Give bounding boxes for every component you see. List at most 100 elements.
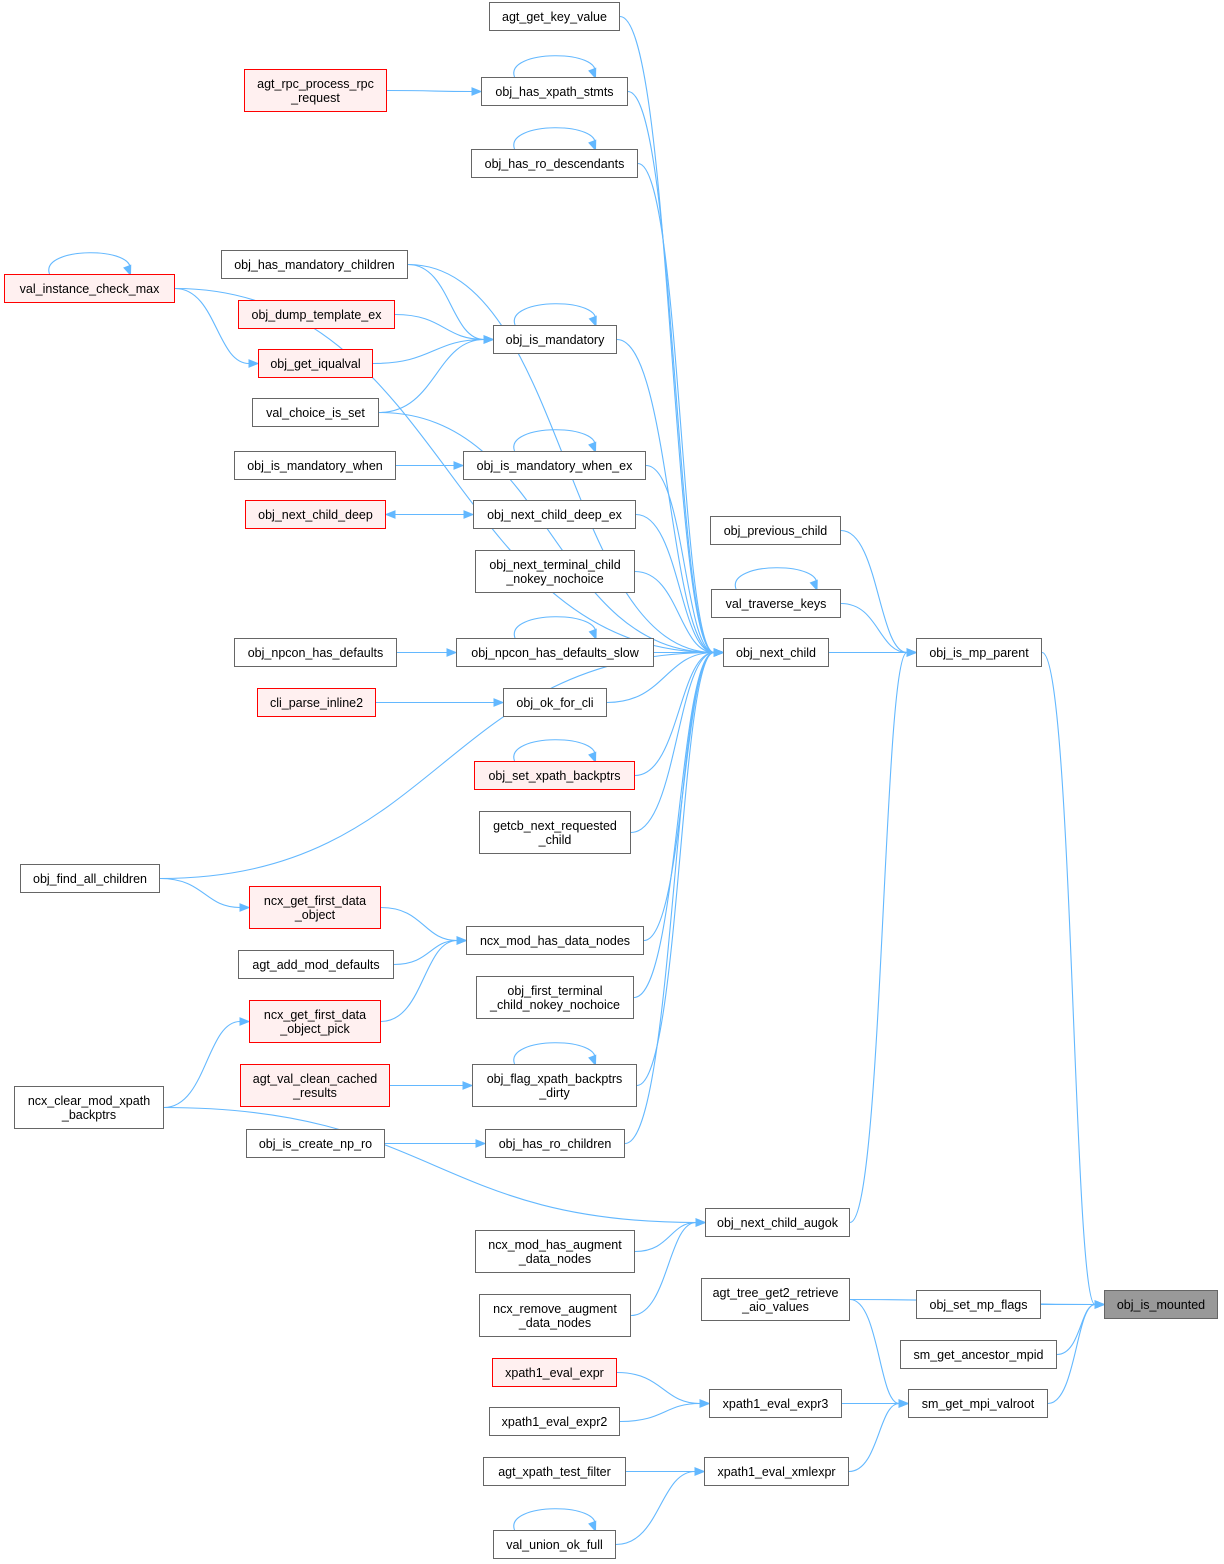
edge-obj-flag-xpath-backptrs-dirty-to-obj-next-child xyxy=(636,651,715,1087)
node-agt-tree-get2[interactable]: agt_tree_get2_retrieve _aio_values xyxy=(701,1278,850,1321)
node-ncx-mod-has-augment[interactable]: ncx_mod_has_augment _data_nodes xyxy=(475,1230,635,1273)
node-obj-has-mandatory-children[interactable]: obj_has_mandatory_children xyxy=(221,250,408,279)
edge-obj-flag-xpath-backptrs-dirty-to-obj-flag-xpath-backptrs-dirty xyxy=(513,1042,596,1065)
edge-arrowhead xyxy=(809,579,818,592)
node-obj-next-child-deep[interactable]: obj_next_child_deep xyxy=(245,500,386,529)
edge-agt-get-key-value-to-obj-next-child xyxy=(619,15,715,654)
edge-arrowhead xyxy=(123,264,132,277)
node-agt-val-clean-cached[interactable]: agt_val_clean_cached _results xyxy=(240,1064,390,1107)
edge-obj-has-xpath-stmts-to-obj-has-xpath-stmts xyxy=(513,55,596,78)
node-val-instance-check-max[interactable]: val_instance_check_max xyxy=(4,274,175,303)
edge-arrowhead xyxy=(462,1081,474,1090)
edge-obj-previous-child-to-obj-is-mp-parent xyxy=(840,529,908,654)
node-obj-is-mp-parent[interactable]: obj_is_mp_parent xyxy=(916,638,1042,667)
edge-ncx-mod-has-data-nodes-to-obj-next-child xyxy=(643,651,715,942)
node-val-choice-is-set[interactable]: val_choice_is_set xyxy=(252,398,379,427)
edge-ncx-get-first-data-object-to-ncx-mod-has-data-nodes xyxy=(380,906,458,942)
edge-sm-get-mpi-valroot-to-obj-is-mounted xyxy=(1047,1303,1096,1405)
node-cli-parse-inline2[interactable]: cli_parse_inline2 xyxy=(257,688,376,717)
node-getcb-next-requested-child[interactable]: getcb_next_requested _child xyxy=(479,811,631,854)
edge-arrowhead xyxy=(456,936,468,945)
edge-obj-npcon-has-defaults-slow-to-obj-npcon-has-defaults-slow xyxy=(513,616,597,639)
node-obj-is-mandatory-when-ex[interactable]: obj_is_mandatory_when_ex xyxy=(463,451,646,480)
node-obj-previous-child[interactable]: obj_previous_child xyxy=(710,516,841,545)
edge-arrowhead xyxy=(483,335,495,344)
edge-obj-next-child-augok-to-obj-is-mp-parent xyxy=(849,651,908,1224)
node-val-traverse-keys[interactable]: val_traverse_keys xyxy=(711,589,841,618)
node-obj-dump-template-ex[interactable]: obj_dump_template_ex xyxy=(238,300,395,329)
node-obj-is-mandatory[interactable]: obj_is_mandatory xyxy=(493,325,617,354)
edge-ncx-clear-mod-xpath-to-ncx-get-first-data-object-pick xyxy=(163,1020,241,1109)
node-obj-first-terminal-child[interactable]: obj_first_terminal _child_nokey_nochoice xyxy=(476,976,634,1019)
node-xpath1-eval-expr[interactable]: xpath1_eval_expr xyxy=(492,1358,617,1387)
node-ncx-clear-mod-xpath[interactable]: ncx_clear_mod_xpath _backptrs xyxy=(14,1086,164,1129)
edge-obj-ok-for-cli-to-obj-next-child xyxy=(606,651,715,704)
node-ncx-mod-has-data-nodes[interactable]: ncx_mod_has_data_nodes xyxy=(466,926,644,955)
edge-val-instance-check-max-to-val-instance-check-max xyxy=(48,252,131,275)
edge-obj-is-mandatory-when-ex-to-obj-is-mandatory-when-ex xyxy=(513,429,596,452)
edge-arrowhead xyxy=(493,698,505,707)
edge-val-traverse-keys-to-val-traverse-keys xyxy=(734,567,818,590)
edge-arrowhead xyxy=(588,1520,597,1533)
edge-obj-get-iqualval-to-obj-is-mandatory xyxy=(372,338,485,365)
node-obj-get-iqualval[interactable]: obj_get_iqualval xyxy=(258,349,373,378)
edge-val-choice-is-set-to-obj-next-child xyxy=(378,411,715,654)
node-obj-has-ro-children[interactable]: obj_has_ro_children xyxy=(485,1129,625,1158)
node-xpath1-eval-expr3[interactable]: xpath1_eval_expr3 xyxy=(709,1389,842,1418)
node-obj-next-child-augok[interactable]: obj_next_child_augok xyxy=(705,1208,850,1237)
edge-arrowhead xyxy=(446,648,458,657)
edge-arrowhead xyxy=(239,903,251,912)
edge-arrowhead xyxy=(694,1467,706,1476)
edge-val-union-ok-full-to-val-union-ok-full xyxy=(513,1508,596,1531)
node-obj-set-mp-flags[interactable]: obj_set_mp_flags xyxy=(916,1290,1041,1319)
edge-obj-has-ro-descendants-to-obj-has-ro-descendants xyxy=(513,127,596,150)
node-obj-is-mounted[interactable]: obj_is_mounted xyxy=(1104,1290,1218,1319)
edge-layer xyxy=(48,15,1106,1546)
node-xpath1-eval-expr2[interactable]: xpath1_eval_expr2 xyxy=(489,1407,620,1436)
node-ncx-get-first-data-object-pick[interactable]: ncx_get_first_data _object_pick xyxy=(249,1000,381,1043)
edge-obj-has-xpath-stmts-to-obj-next-child xyxy=(627,90,715,654)
edge-obj-first-terminal-child-to-obj-next-child xyxy=(633,651,715,999)
edge-arrowhead xyxy=(475,1139,487,1148)
edge-obj-set-xpath-backptrs-to-obj-next-child xyxy=(634,651,715,777)
edge-arrowhead xyxy=(453,461,465,470)
edge-val-choice-is-set-to-obj-is-mandatory xyxy=(378,338,485,414)
node-obj-set-xpath-backptrs[interactable]: obj_set_xpath_backptrs xyxy=(474,761,635,790)
node-obj-has-ro-descendants[interactable]: obj_has_ro_descendants xyxy=(471,149,638,178)
edge-arrowhead xyxy=(588,139,597,152)
node-obj-next-child[interactable]: obj_next_child xyxy=(723,638,829,667)
node-agt-xpath-test-filter[interactable]: agt_xpath_test_filter xyxy=(483,1457,626,1486)
node-obj-npcon-has-defaults-slow[interactable]: obj_npcon_has_defaults_slow xyxy=(456,638,654,667)
node-ncx-remove-augment[interactable]: ncx_remove_augment _data_nodes xyxy=(479,1294,631,1337)
edge-ncx-get-first-data-object-pick-to-ncx-mod-has-data-nodes xyxy=(380,939,458,1023)
edge-arrowhead xyxy=(898,1399,910,1408)
edge-obj-is-mp-parent-to-obj-is-mounted xyxy=(1041,651,1096,1306)
edge-arrowhead xyxy=(588,628,597,641)
node-ncx-get-first-data-object[interactable]: ncx_get_first_data _object xyxy=(249,886,381,929)
node-obj-find-all-children[interactable]: obj_find_all_children xyxy=(20,864,160,893)
edge-obj-is-mandatory-when-ex-to-obj-next-child xyxy=(645,464,715,654)
node-obj-has-xpath-stmts[interactable]: obj_has_xpath_stmts xyxy=(481,77,628,106)
node-agt-rpc-process[interactable]: agt_rpc_process_rpc _request xyxy=(244,69,387,112)
node-agt-add-mod-defaults[interactable]: agt_add_mod_defaults xyxy=(238,950,394,979)
node-sm-get-ancestor-mpid[interactable]: sm_get_ancestor_mpid xyxy=(900,1340,1057,1369)
node-obj-is-create-np-ro[interactable]: obj_is_create_np_ro xyxy=(246,1129,385,1158)
node-val-union-ok-full[interactable]: val_union_ok_full xyxy=(493,1530,616,1559)
node-xpath1-eval-xmlexpr[interactable]: xpath1_eval_xmlexpr xyxy=(704,1457,849,1486)
node-sm-get-mpi-valroot[interactable]: sm_get_mpi_valroot xyxy=(908,1389,1048,1418)
node-obj-next-child-deep-ex[interactable]: obj_next_child_deep_ex xyxy=(473,500,636,529)
node-obj-next-terminal-child[interactable]: obj_next_terminal_child _nokey_nochoice xyxy=(475,550,635,593)
edge-arrowhead xyxy=(1094,1300,1106,1309)
edge-ncx-remove-augment-to-obj-next-child-augok xyxy=(630,1221,697,1317)
edge-arrowhead xyxy=(588,1054,597,1067)
node-agt-get-key-value[interactable]: agt_get_key_value xyxy=(489,2,620,31)
edge-arrowhead xyxy=(695,1218,707,1227)
node-obj-is-mandatory-when[interactable]: obj_is_mandatory_when xyxy=(234,451,396,480)
node-obj-npcon-has-defaults[interactable]: obj_npcon_has_defaults xyxy=(234,638,397,667)
edge-getcb-next-requested-child-to-obj-next-child xyxy=(630,651,715,834)
edge-arrowhead xyxy=(588,441,597,454)
edge-xpath1-eval-xmlexpr-to-sm-get-mpi-valroot xyxy=(848,1402,900,1473)
node-obj-flag-xpath-backptrs-dirty[interactable]: obj_flag_xpath_backptrs _dirty xyxy=(472,1064,637,1107)
node-obj-ok-for-cli[interactable]: obj_ok_for_cli xyxy=(503,688,607,717)
